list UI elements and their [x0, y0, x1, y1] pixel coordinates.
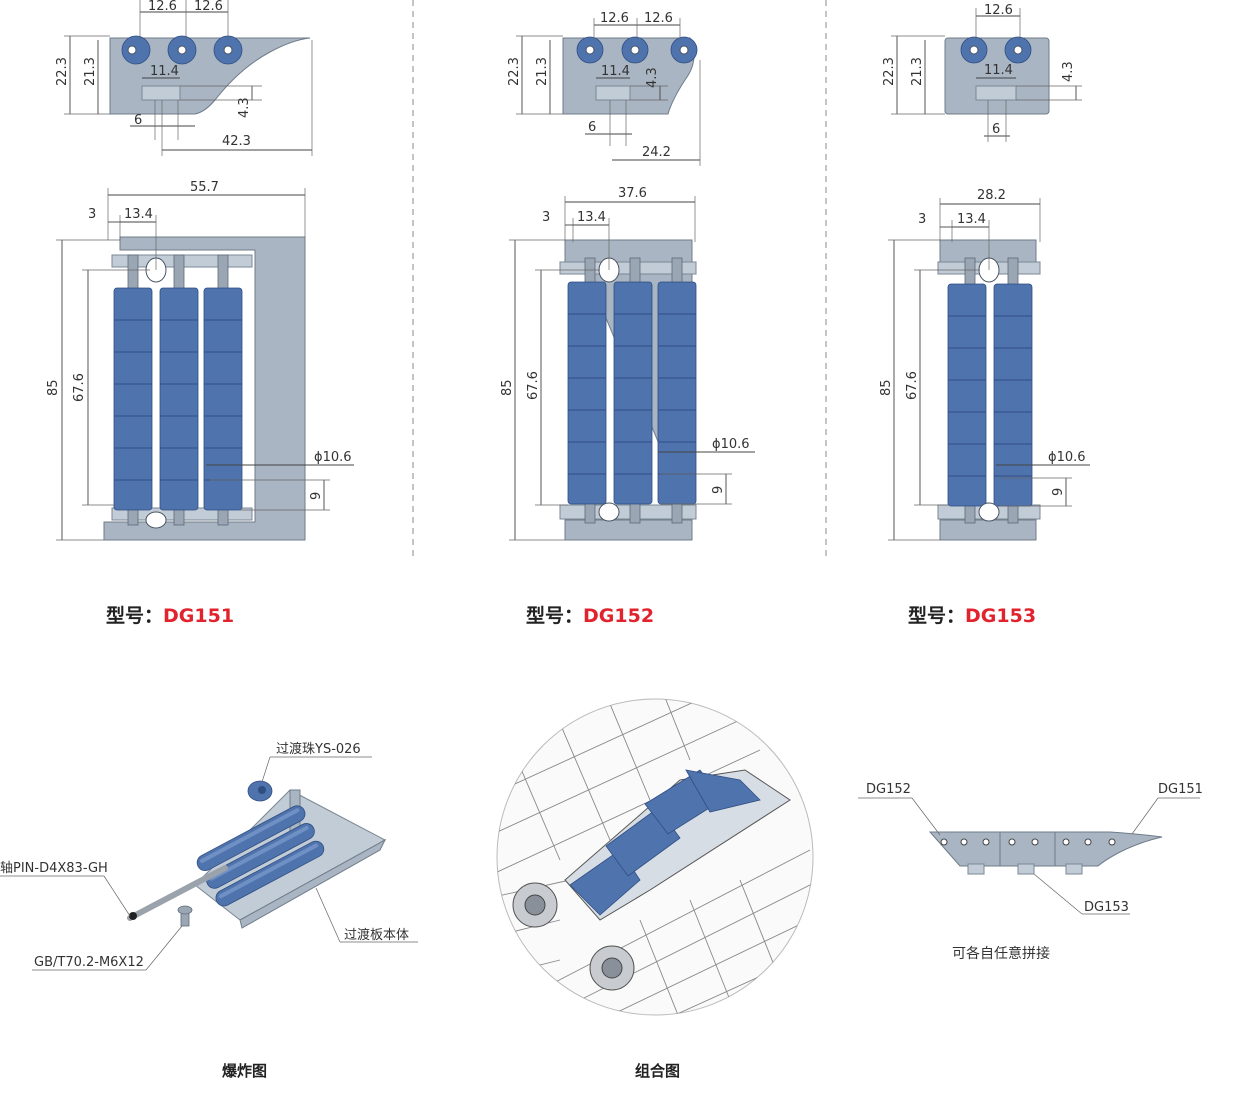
- dg152-roller-column-2: [613, 281, 653, 505]
- callout-line-bead: [261, 756, 271, 783]
- combo-label-dg153: DG153: [1084, 900, 1129, 915]
- dg153-dim-dia: ϕ10.6: [1048, 450, 1086, 465]
- dg152-dim-len: 24.2: [642, 145, 671, 160]
- assembly-view-illustration: [496, 698, 814, 1016]
- dg151-dim-pitch: 13.4: [124, 207, 153, 222]
- dg152-dim-dia: ϕ10.6: [712, 437, 750, 452]
- combo-note: 可各自任意拼接: [952, 946, 1050, 962]
- dg153-roller-column-2: [993, 283, 1033, 507]
- dg153-dim-w1: 12.6: [984, 3, 1013, 18]
- assembly-caption: 组合图: [635, 1062, 681, 1080]
- dg151-roller-column-2: [159, 287, 199, 511]
- combo-label-dg152: DG152: [866, 782, 911, 797]
- dg151-dim-slot: 11.4: [150, 64, 179, 79]
- dg152-roller-column-3: [657, 281, 697, 505]
- dg153-side-view: 12.6 22.3 21.3 11.4 4.3 6: [882, 3, 1082, 142]
- callout-bead: 过渡珠YS-026: [276, 741, 361, 757]
- dg151-front-view: 55.7 3 13.4 85 67.6 ϕ10.6 9: [46, 180, 354, 541]
- transition-bead-part: [247, 780, 273, 802]
- dg151-dim-edge: 3: [88, 207, 96, 222]
- combination-view-illustration: [928, 831, 1163, 875]
- dg153-dim-h2: 21.3: [910, 57, 925, 86]
- dg151-dim-dia: ϕ10.6: [314, 450, 352, 465]
- combo-leader-dg153: [1033, 873, 1083, 915]
- dg153-dim-gap: 6: [992, 122, 1000, 137]
- dg151-dim-h2: 21.3: [83, 57, 98, 86]
- dg153-roller-column-1: [947, 283, 987, 507]
- dg152-dim-gap: 6: [588, 120, 596, 135]
- dg151-dim-width: 55.7: [190, 180, 219, 195]
- dg152-dim-height: 85: [500, 379, 515, 396]
- model-code: DG151: [163, 605, 235, 627]
- dg152-dim-w2: 12.6: [644, 11, 673, 26]
- dg152-dim-pitch: 13.4: [577, 210, 606, 225]
- dg151-roller-column-3: [203, 287, 243, 511]
- dg153-dim-slot: 11.4: [984, 63, 1013, 78]
- model-label-dg153: 型号：DG153: [908, 601, 1036, 628]
- dg153-dim-h1: 22.3: [882, 57, 897, 86]
- model-code: DG153: [965, 605, 1037, 627]
- callout-screw: GB/T70.2-M6X12: [34, 955, 144, 970]
- dg153-dim-depth: 4.3: [1061, 61, 1076, 82]
- exploded-caption: 爆炸图: [222, 1062, 268, 1080]
- dg151-roller-column-1: [113, 287, 153, 511]
- model-code: DG152: [583, 605, 655, 627]
- dg151-dim-len: 42.3: [222, 134, 251, 149]
- dg151-dim-off: 9: [309, 492, 324, 500]
- dg151-side-view: 12.6 12.6 22.3 21.3 11.4 4.3 6 42.3: [55, 0, 313, 156]
- dg153-dim-edge: 3: [918, 212, 926, 227]
- dg151-dim-depth: 4.3: [237, 97, 252, 118]
- model-label-dg152: 型号：DG152: [526, 601, 654, 628]
- dg151-dim-h1: 22.3: [55, 57, 70, 86]
- dg153-dim-off: 9: [1051, 488, 1066, 496]
- dg152-dim-edge: 3: [542, 210, 550, 225]
- dg152-dim-slot: 11.4: [601, 64, 630, 79]
- callout-line-pin: [103, 875, 131, 917]
- dg152-dim-off: 9: [711, 486, 726, 494]
- callout-pin: 轴PIN-D4X83-GH: [0, 861, 108, 876]
- combo-label-dg151: DG151: [1158, 782, 1203, 797]
- dg152-dim-h2: 21.3: [535, 57, 550, 86]
- exploded-view-illustration: [127, 780, 387, 929]
- combo-leader-dg151: [1131, 797, 1159, 835]
- callout-body: 过渡板本体: [344, 927, 409, 943]
- model-prefix: 型号：: [526, 605, 584, 627]
- dg153-dim-inner: 67.6: [905, 371, 920, 400]
- dg152-dim-inner: 67.6: [526, 371, 541, 400]
- dg152-side-view: 12.6 12.6 22.3 21.3 11.4 4.3 6 24.2: [507, 11, 701, 166]
- dg151-dim-inner: 67.6: [72, 373, 87, 402]
- model-prefix: 型号：: [908, 605, 966, 627]
- dg152-roller-column-1: [567, 281, 607, 505]
- dg153-dim-height: 85: [879, 379, 894, 396]
- dg152-dim-w1: 12.6: [600, 11, 629, 26]
- model-label-dg151: 型号：DG151: [106, 601, 234, 628]
- dg153-front-view: 28.2 3 13.4 85 67.6 ϕ10.6 9: [879, 188, 1090, 541]
- model-prefix: 型号：: [106, 605, 164, 627]
- callout-line-screw: [145, 925, 183, 971]
- dg152-dim-depth: 4.3: [645, 67, 660, 88]
- callout-line-body: [315, 887, 341, 943]
- dg153-dim-width: 28.2: [977, 188, 1006, 203]
- combo-leader-dg152: [911, 797, 941, 836]
- dg151-dim-height: 85: [46, 379, 61, 396]
- dg152-dim-h1: 22.3: [507, 57, 522, 86]
- dg153-dim-pitch: 13.4: [957, 212, 986, 227]
- dg152-dim-width: 37.6: [618, 186, 647, 201]
- dg151-dim-gap: 6: [134, 113, 142, 128]
- dg151-dim-w2: 12.6: [194, 0, 223, 14]
- dg152-front-view: 37.6 3 13.4 85 67.6 ϕ10.6 9: [500, 186, 755, 541]
- dg151-dim-w1: 12.6: [148, 0, 177, 14]
